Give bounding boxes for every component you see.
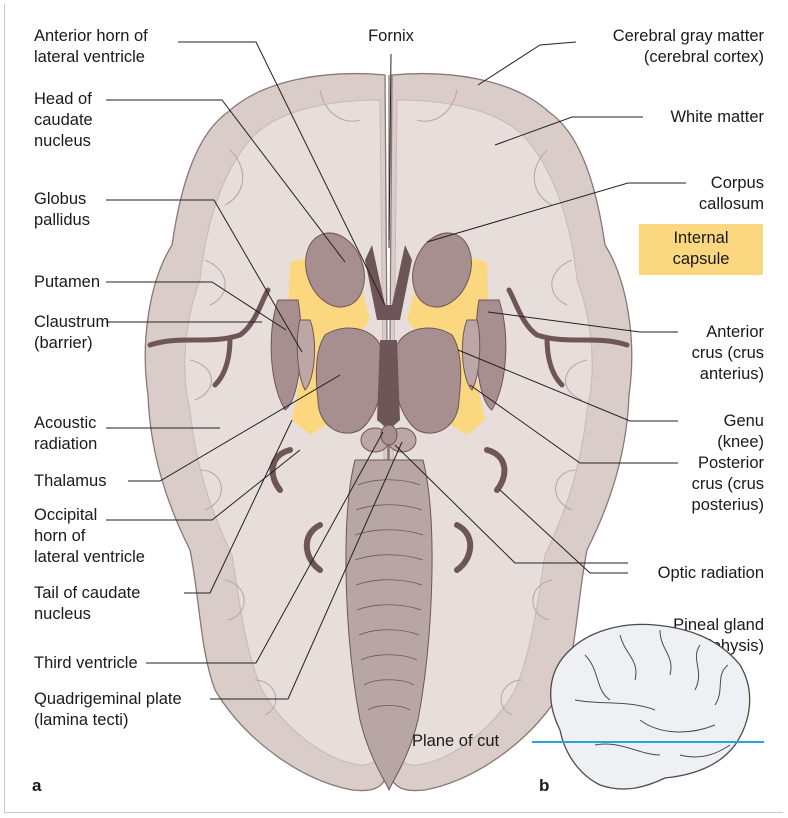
panel-label-a: a — [32, 776, 41, 796]
lateral-brain-outline — [551, 624, 750, 789]
label-plane-of-cut: Plane of cut — [412, 731, 499, 752]
panel-label-b: b — [539, 776, 549, 796]
